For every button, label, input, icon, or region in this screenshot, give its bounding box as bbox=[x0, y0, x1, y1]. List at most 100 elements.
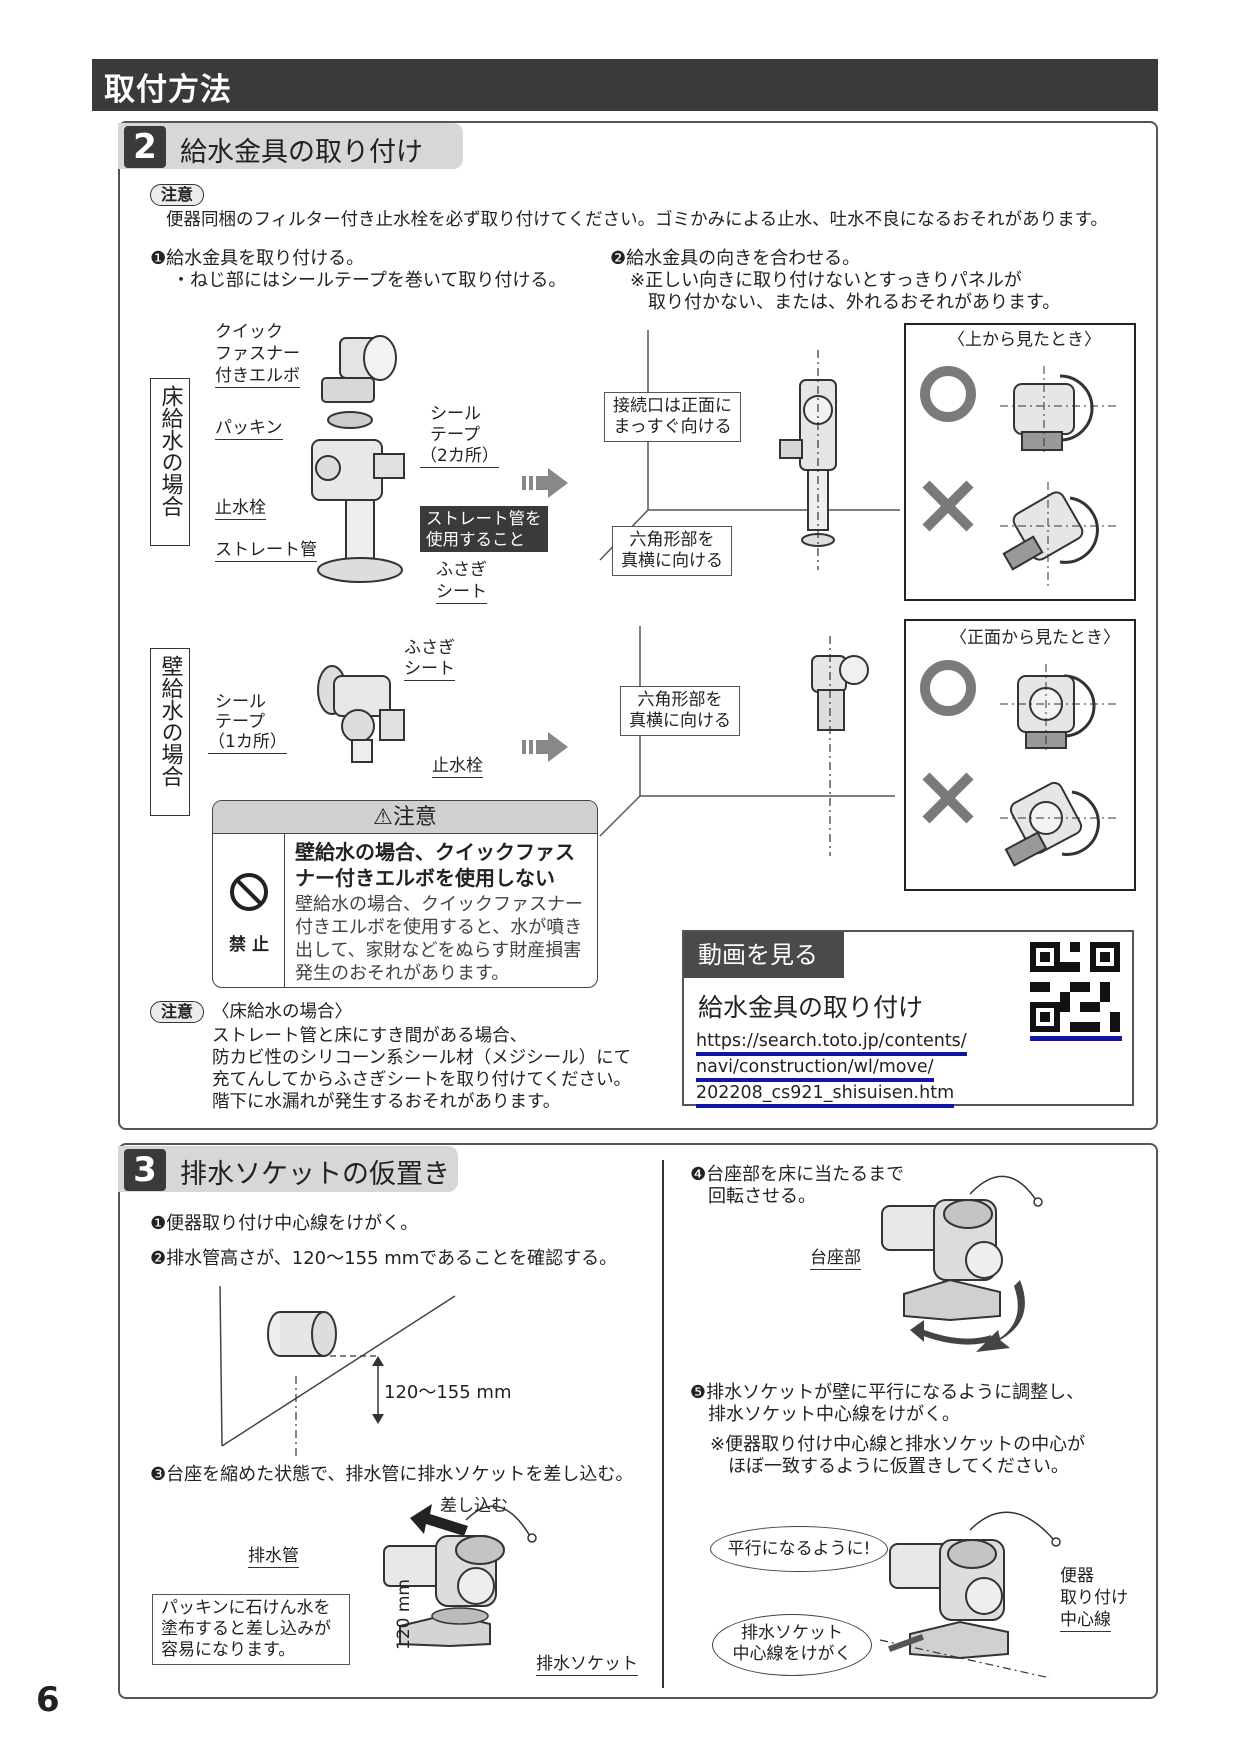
insert-label: 差し込む bbox=[440, 1496, 508, 1516]
correct-circle-icon bbox=[920, 366, 976, 422]
note-line-2: 防カビ性のシリコーン系シール材（メジシール）にて bbox=[212, 1048, 632, 1068]
label-wall-stopcock: 止水栓 bbox=[432, 756, 483, 778]
note-line-3: 充てんしてからふさぎシートを取り付けてください。 bbox=[212, 1070, 631, 1090]
height-label: 120 mm bbox=[394, 1579, 414, 1650]
label-packing: パッキン bbox=[215, 418, 283, 440]
label-seal-count-2: （2カ所） bbox=[420, 446, 499, 468]
center-line-label-3: 中心線 bbox=[1060, 1610, 1111, 1632]
sub-step-1: ❶給水金具を取り付ける。 bbox=[150, 248, 365, 269]
floor-fitting-illustration bbox=[311, 335, 405, 583]
video-link-1[interactable]: https://search.toto.jp/contents/ bbox=[696, 1030, 967, 1056]
page-number: 6 bbox=[36, 1680, 60, 1720]
video-link-3[interactable]: 202208_cs921_shisuisen.htm bbox=[696, 1082, 955, 1108]
label-cover-1: ふさぎ bbox=[436, 560, 487, 580]
floor-supply-label: 床給水の場合 bbox=[150, 378, 190, 546]
top-view-title: 〈上から見たとき〉 bbox=[948, 330, 1101, 350]
fitting-top-view-correct bbox=[1000, 366, 1120, 456]
use-straight-pipe-label: ストレート管を使用すること bbox=[420, 506, 548, 552]
packing-tip-box: パッキンに石けん水を塗布すると差し込みが容易になります。 bbox=[152, 1594, 350, 1665]
socket-label: 排水ソケット bbox=[536, 1654, 638, 1676]
arrow-right-icon bbox=[522, 732, 568, 762]
step3-sub-3: ❸台座を縮めた状態で、排水管に排水ソケットを差し込む。 bbox=[150, 1464, 634, 1485]
base-label: 台座部 bbox=[810, 1248, 861, 1270]
drain-pipe-label: 排水管 bbox=[248, 1546, 299, 1568]
column-divider bbox=[662, 1160, 664, 1688]
sub-step-2: ❷給水金具の向きを合わせる。 bbox=[610, 248, 861, 269]
connect-callout: 接続口は正面にまっすぐ向ける bbox=[604, 392, 741, 442]
label-stopcock: 止水栓 bbox=[215, 498, 266, 520]
front-view-title: 〈正面から見たとき〉 bbox=[950, 628, 1120, 648]
wall-supply-label: 壁給水の場合 bbox=[150, 648, 190, 816]
sub-step-2-note2: 取り付かない、または、外れるおそれがあります。 bbox=[648, 292, 1061, 313]
marking-bubble: 排水ソケット中心線をけがく bbox=[712, 1614, 872, 1676]
prohibit-label: 禁 止 bbox=[229, 935, 269, 955]
label-wall-seal-2: テープ bbox=[215, 712, 265, 732]
hex-callout-top: 六角形部を真横に向ける bbox=[612, 526, 732, 576]
section-header-bar bbox=[92, 59, 1158, 111]
note-caution-badge: 注意 bbox=[150, 1001, 205, 1023]
step3-sub-4: ❹台座部を床に当たるまで bbox=[690, 1164, 905, 1185]
video-box: 動画を見る 給水金具の取り付け https://search.toto.jp/c… bbox=[682, 930, 1134, 1108]
step3-sub-1: ❶便器取り付け中心線をけがく。 bbox=[150, 1213, 419, 1234]
wrong-cross-icon bbox=[922, 772, 974, 824]
warning-body-text: 壁給水の場合、クイックファスナー付きエルボを使用すると、水が噴き出して、家財など… bbox=[295, 894, 583, 984]
video-header: 動画を見る bbox=[684, 932, 844, 978]
fitting-front-view-wrong bbox=[1000, 781, 1120, 867]
label-wall-seal-1: シール bbox=[215, 692, 266, 712]
step2-panel bbox=[118, 121, 1158, 1130]
step3-sub-5: ❺排水ソケットが壁に平行になるように調整し、 bbox=[690, 1382, 1085, 1403]
hex-callout-wall: 六角形部を真横に向ける bbox=[620, 686, 740, 736]
dimension-label: 120〜155 mm bbox=[384, 1382, 512, 1403]
room-perspective-top bbox=[599, 330, 900, 570]
caution-text: 便器同梱のフィルター付き止水栓を必ず取り付けてください。ゴミかみによる止水、吐水… bbox=[166, 210, 1108, 230]
warning-triangle-icon: ⚠ bbox=[373, 805, 393, 830]
center-line-label-2: 取り付け bbox=[1060, 1588, 1128, 1608]
step3-sub-4-line2: 回転させる。 bbox=[708, 1186, 816, 1207]
insert-arrow-icon bbox=[410, 1504, 468, 1536]
warning-header: ⚠注意 bbox=[213, 801, 597, 834]
label-straight-pipe: ストレート管 bbox=[215, 540, 317, 562]
step3-heading bbox=[118, 1146, 458, 1192]
qr-code-icon[interactable] bbox=[1030, 942, 1120, 1032]
step2-title: 給水金具の取り付け bbox=[180, 137, 423, 168]
step3-title: 排水ソケットの仮置き bbox=[180, 1159, 450, 1190]
caution-badge: 注意 bbox=[150, 184, 205, 206]
page-title: 取付方法 bbox=[104, 72, 232, 108]
fitting-top-view-wrong bbox=[1000, 482, 1120, 588]
qr-link-underline bbox=[1030, 1036, 1122, 1041]
warning-box: ⚠注意 禁 止 壁給水の場合、クイックファスナー付きエルボを使用しない 壁給水の… bbox=[212, 800, 598, 988]
video-link-2[interactable]: navi/construction/wl/move/ bbox=[696, 1056, 934, 1082]
note-line-4: 階下に水漏れが発生するおそれがあります。 bbox=[212, 1092, 561, 1112]
step3-sub-5-line2: 排水ソケット中心線をけがく。 bbox=[708, 1404, 960, 1425]
label-cover-2: シート bbox=[436, 582, 487, 604]
socket-marking-illustration bbox=[879, 1511, 1061, 1679]
step2-heading bbox=[118, 123, 463, 169]
label-quick-2: ファスナー bbox=[215, 344, 300, 364]
note-line-1: ストレート管と床にすき間がある場合、 bbox=[212, 1026, 528, 1046]
base-rotate-illustration bbox=[881, 1175, 1043, 1352]
center-line-label-1: 便器 bbox=[1060, 1566, 1094, 1586]
label-seal-count-1: （1カ所） bbox=[208, 732, 287, 754]
step3-panel bbox=[118, 1143, 1158, 1699]
drain-socket-illustration bbox=[383, 1505, 537, 1648]
step3-sub-5-note1: ※便器取り付け中心線と排水ソケットの中心が bbox=[710, 1434, 1086, 1455]
room-perspective-wall bbox=[599, 626, 895, 856]
video-title: 給水金具の取り付け bbox=[698, 993, 924, 1022]
sub-step-1-note: ・ねじ部にはシールテープを巻いて取り付ける。 bbox=[172, 270, 567, 291]
step3-sub-2: ❷排水管高さが、120〜155 mmであることを確認する。 bbox=[150, 1248, 618, 1269]
parallel-bubble: 平行になるように! bbox=[710, 1526, 888, 1572]
note-title: 〈床給水の場合〉 bbox=[212, 1002, 352, 1022]
step2-number: 2 bbox=[124, 126, 166, 168]
correct-circle-icon bbox=[920, 660, 976, 716]
label-quick-1: クイック bbox=[215, 322, 283, 342]
label-quick-3: 付きエルボ bbox=[215, 366, 300, 388]
step3-sub-5-note2: ほぼ一致するように仮置きしてください。 bbox=[728, 1456, 1069, 1477]
sub-step-2-note1: ※正しい向きに取り付けないとすっきりパネルが bbox=[630, 270, 1022, 291]
label-wall-cover-2: シート bbox=[404, 659, 455, 681]
label-seal-1: シール bbox=[430, 404, 481, 424]
prohibit-icon bbox=[230, 873, 268, 911]
wall-fitting-illustration bbox=[317, 665, 405, 763]
arrow-right-icon bbox=[522, 468, 568, 498]
wrong-cross-icon bbox=[922, 480, 974, 532]
fitting-front-view-correct bbox=[1000, 664, 1120, 754]
